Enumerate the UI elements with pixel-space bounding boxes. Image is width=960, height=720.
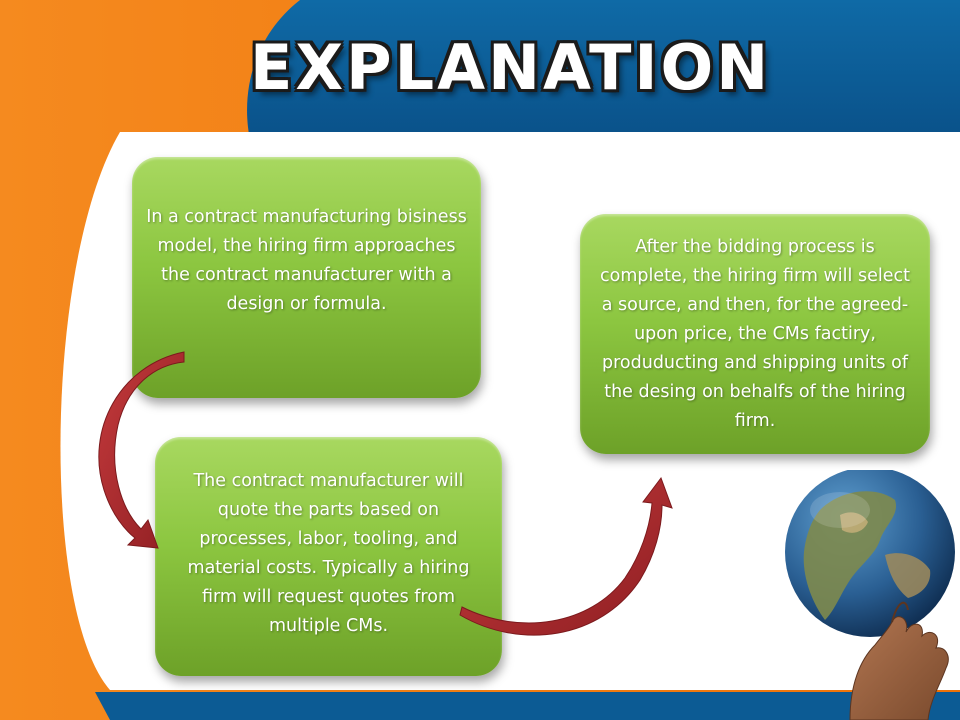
slide-title: EXPLANATION bbox=[250, 31, 772, 104]
globe-in-hand-icon bbox=[785, 470, 955, 720]
step-box-1-text: In a contract manufacturing bisiness mod… bbox=[146, 207, 467, 314]
step-box-1: In a contract manufacturing bisiness mod… bbox=[132, 157, 481, 398]
step-box-2: The contract manufacturer will quote the… bbox=[155, 437, 502, 676]
step-box-3-text: After the bidding process is complete, t… bbox=[600, 236, 910, 431]
step-box-2-text: The contract manufacturer will quote the… bbox=[187, 471, 470, 636]
step-box-3: After the bidding process is complete, t… bbox=[580, 214, 930, 454]
